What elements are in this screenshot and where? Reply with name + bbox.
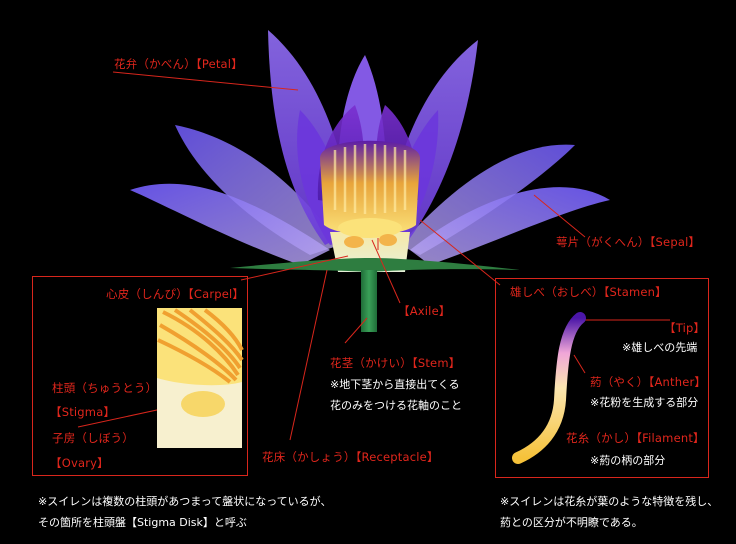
stem-shape [361,270,377,332]
footnote-left-2: その箇所を柱頭盤【Stigma Disk】と呼ぶ [38,516,247,529]
label-stem: 花茎（かけい）【Stem】 [330,356,461,370]
tip-note: ※雄しべの先端 [622,341,698,354]
label-tip: 【Tip】 [664,321,706,335]
label-stamen: 雄しべ（おしべ）【Stamen】 [510,285,667,299]
label-carpel: 心皮（しんぴ）【Carpel】 [106,287,245,301]
carpel-box [32,276,248,476]
label-anther: 葯（やく）【Anther】 [590,375,707,389]
label-sepal: 萼片（がくへん）【Sepal】 [556,235,701,249]
stem-note-1: ※地下茎から直接出てくる [330,378,460,391]
label-ovary-en: 【Ovary】 [50,456,109,470]
label-filament: 花糸（かし）【Filament】 [566,431,705,445]
stem-note-2: 花のみをつける花軸のこと [330,399,462,412]
single-stamen-shape [512,312,586,464]
label-receptacle: 花床（かしょう）【Receptacle】 [262,450,439,464]
leader-lines [77,71,670,441]
label-petal: 花弁（かべん）【Petal】 [114,57,243,71]
label-stigma-en: 【Stigma】 [50,405,116,419]
carpel-detail [157,308,244,448]
label-axile: 【Axile】 [398,304,451,318]
footnote-right-2: 葯との区分が不明瞭である。 [500,516,643,529]
anther-note: ※花粉を生成する部分 [590,396,699,409]
stamen-cluster [320,140,420,248]
stamen-box [495,278,709,478]
label-ovary-jp: 子房（しぼう） [52,431,134,445]
footnote-right-1: ※スイレンは花糸が葉のような特徴を残し、 [500,495,719,508]
label-stigma-jp: 柱頭（ちゅうとう） [52,381,158,395]
footnote-left-1: ※スイレンは複数の柱頭があつまって盤状になっているが、 [38,495,332,508]
filament-note: ※葯の柄の部分 [590,454,666,467]
